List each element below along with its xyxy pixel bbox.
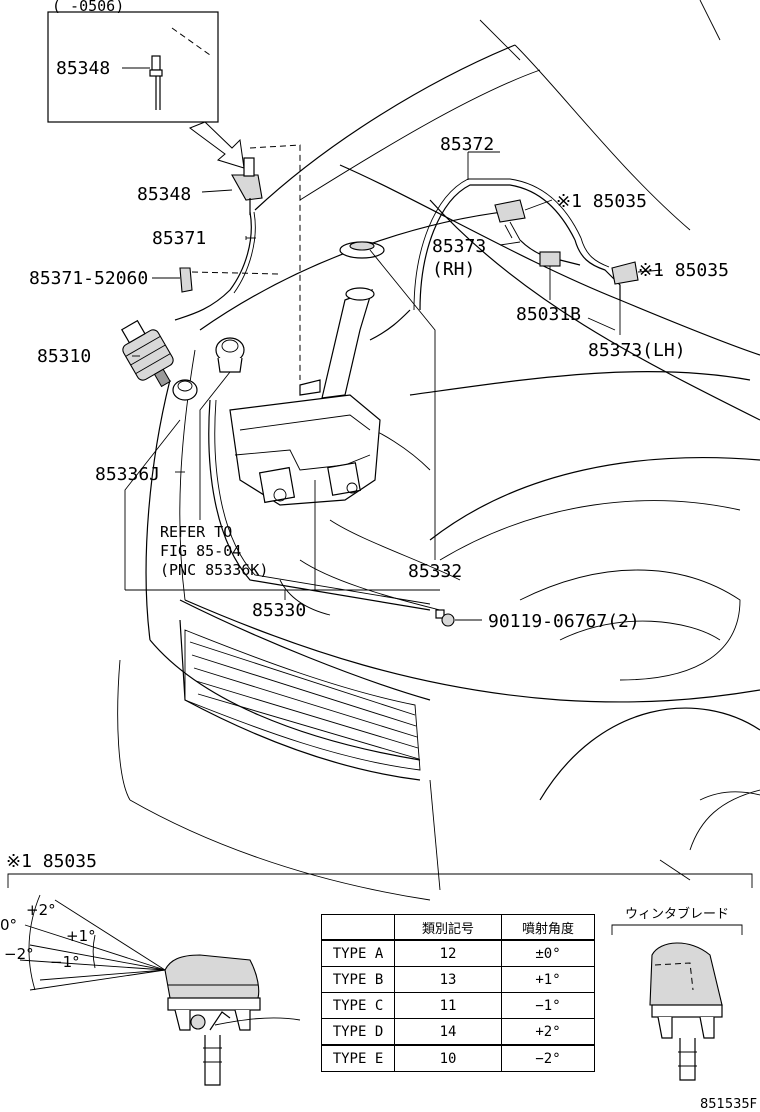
- table-cell-code: 10: [394, 1044, 502, 1072]
- detail-section: ※1 85035 0° +2° +1° −2° −1° ウィンタブ: [0, 851, 757, 1112]
- clip-85371-icon: [179, 267, 193, 293]
- hose-85373-lh: [574, 239, 621, 300]
- winter-blade-nozzle-icon: [649, 942, 723, 1081]
- angle-0: 0°: [0, 916, 17, 934]
- table-cell-type: TYPE C: [321, 992, 395, 1019]
- grommet-a-icon: [215, 337, 245, 373]
- nozzle-rh-icon: [494, 199, 526, 241]
- table-cell-angle: ±0°: [501, 939, 595, 967]
- table-cell-angle: −2°: [501, 1044, 595, 1072]
- table-header-row: 類別記号 噴射角度: [321, 914, 595, 941]
- label-85372[interactable]: 85372: [440, 134, 494, 155]
- label-85373-rh-side: (RH): [432, 259, 475, 280]
- label-85373-lh[interactable]: 85373(LH): [588, 340, 686, 361]
- nozzle-detail-icon: [164, 954, 301, 1086]
- angle-minus1: −1°: [50, 953, 80, 971]
- winter-blade-title: ウィンタブレード: [625, 906, 729, 922]
- label-85336j[interactable]: 85336J: [95, 464, 160, 485]
- table-cell-type: TYPE D: [321, 1018, 395, 1046]
- label-85035-rh[interactable]: ※1 85035: [556, 191, 647, 212]
- inset-box: ( -0506) 85348: [47, 0, 219, 123]
- inset-range-label: ( -0506): [52, 0, 124, 15]
- grille: [184, 629, 421, 771]
- table-cell-angle: −1°: [501, 992, 595, 1019]
- table-cell-type: TYPE A: [321, 939, 395, 967]
- vehicle-body: [117, 0, 760, 901]
- table-cell-angle: +1°: [501, 966, 595, 993]
- label-85310[interactable]: 85310: [37, 346, 91, 367]
- bolt-90119-icon: [435, 609, 455, 627]
- table-header-type: [321, 914, 395, 941]
- label-85371[interactable]: 85371: [152, 228, 206, 249]
- angle-plus2: +2°: [26, 901, 56, 919]
- angle-plus1: +1°: [66, 927, 96, 945]
- refer-line-3: (PNC 85336K): [160, 561, 268, 579]
- nozzle-lh-icon: [611, 261, 639, 285]
- label-85373-rh[interactable]: 85373: [432, 236, 486, 257]
- nozzle-inset-icon: [149, 55, 163, 110]
- washer-tank: [229, 241, 411, 506]
- leader-lines: [124, 151, 663, 621]
- table-row: TYPE C 11 −1°: [321, 992, 595, 1019]
- table-row: TYPE A 12 ±0°: [321, 939, 595, 967]
- spray-type-table: 類別記号 噴射角度 TYPE A 12 ±0° TYPE B 13 +1° TY…: [321, 914, 595, 1072]
- hose-85371: [174, 211, 252, 321]
- nozzle-85348-icon: [231, 157, 263, 215]
- table-cell-type: TYPE B: [321, 966, 395, 993]
- table-cell-code: 12: [394, 939, 502, 967]
- detail-title: ※1 85035: [6, 851, 97, 872]
- figure-id: 851535F: [700, 1097, 757, 1112]
- inset-part-label[interactable]: 85348: [56, 58, 110, 79]
- washer-pump: [121, 319, 174, 388]
- table-row: TYPE D 14 +2°: [321, 1018, 595, 1046]
- label-85330[interactable]: 85330: [252, 600, 306, 621]
- label-85035-lh[interactable]: ※1 85035: [638, 260, 729, 281]
- table-row: TYPE E 10 −2°: [321, 1044, 595, 1072]
- label-90119-06767[interactable]: 90119-06767(2): [488, 611, 640, 632]
- label-85031b[interactable]: 85031B: [516, 304, 581, 325]
- label-85348[interactable]: 85348: [137, 184, 191, 205]
- table-header-angle: 噴射角度: [501, 914, 595, 941]
- table-cell-angle: +2°: [501, 1018, 595, 1046]
- grommet-b-icon: [172, 379, 198, 401]
- joint-85031b-icon: [539, 251, 561, 267]
- refer-line-2: FIG 85-04: [160, 542, 241, 560]
- table-cell-code: 13: [394, 966, 502, 993]
- table-cell-type: TYPE E: [321, 1044, 395, 1072]
- refer-line-1: REFER TO: [160, 523, 232, 541]
- main-hose: [208, 399, 431, 611]
- angle-minus2: −2°: [4, 945, 34, 963]
- label-85371-52060[interactable]: 85371-52060: [29, 268, 148, 289]
- label-85332[interactable]: 85332: [408, 561, 462, 582]
- table-cell-code: 14: [394, 1018, 502, 1046]
- table-row: TYPE B 13 +1°: [321, 966, 595, 993]
- table-header-code: 類別記号: [394, 914, 502, 941]
- table-cell-code: 11: [394, 992, 502, 1019]
- inset-arrow-icon: [188, 121, 245, 169]
- hose-85372: [419, 184, 576, 311]
